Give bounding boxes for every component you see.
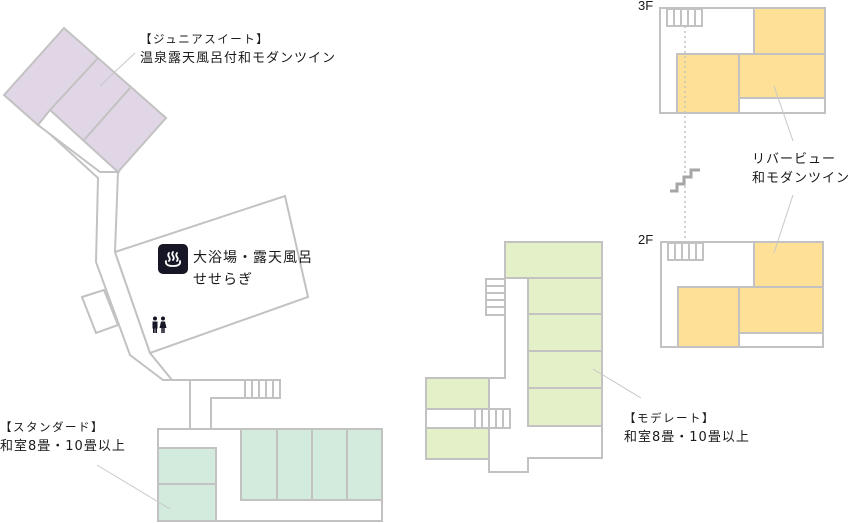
stairs-icon [666,8,703,27]
stairs-icon [667,242,704,261]
leader-junior-suite [99,52,136,87]
standard-label: 【スタンダード】 和室8畳・10畳以上 [0,418,126,456]
riverview-2f [660,241,824,348]
restroom-icon [150,316,168,334]
leader-riverview-3f [773,85,794,142]
moderate-label: 【モデレート】 和室8畳・10畳以上 [624,409,750,447]
junior-suite-heading: 【ジュニアスイート】 [140,32,270,46]
moderate-wing [425,241,603,473]
junior-suite-description: 温泉露天風呂付和モダンツイン [140,51,337,66]
riverview-label: リバービュー 和モダンツイン [752,150,850,188]
floor-label-2f: 2F [638,232,654,247]
corridor-wall-right2 [210,397,245,428]
standard-description: 和室8畳・10畳以上 [0,439,126,454]
riverview-3f [659,7,826,114]
junior-suite-label: 【ジュニアスイート】 温泉露天風呂付和モダンツイン [140,30,336,68]
junior-suite-wing [2,26,168,174]
moderate-description: 和室8畳・10畳以上 [624,430,750,445]
standard-wing [157,379,383,522]
riverview-name: リバービュー [752,152,837,167]
bath-name: 大浴場・露天風呂 [193,250,313,266]
riverview-type: 和モダンツイン [752,171,851,186]
hot-spring-icon [158,244,188,274]
leader-standard [96,464,171,510]
stairs-icon [670,168,700,193]
bath-building [113,194,310,355]
bath-label: 大浴場・露天風呂 せせらぎ [193,247,313,291]
leader-moderate [592,368,642,399]
bath-annex [80,288,120,335]
moderate-heading: 【モデレート】 [624,411,715,425]
leader-riverview-2f [773,194,794,254]
bath-subname: せせらぎ [193,272,253,288]
stairs-icon [244,379,281,399]
floor-label-3f: 3F [638,0,654,13]
stairs-icon [474,278,511,429]
standard-heading: 【スタンダード】 [0,420,104,434]
